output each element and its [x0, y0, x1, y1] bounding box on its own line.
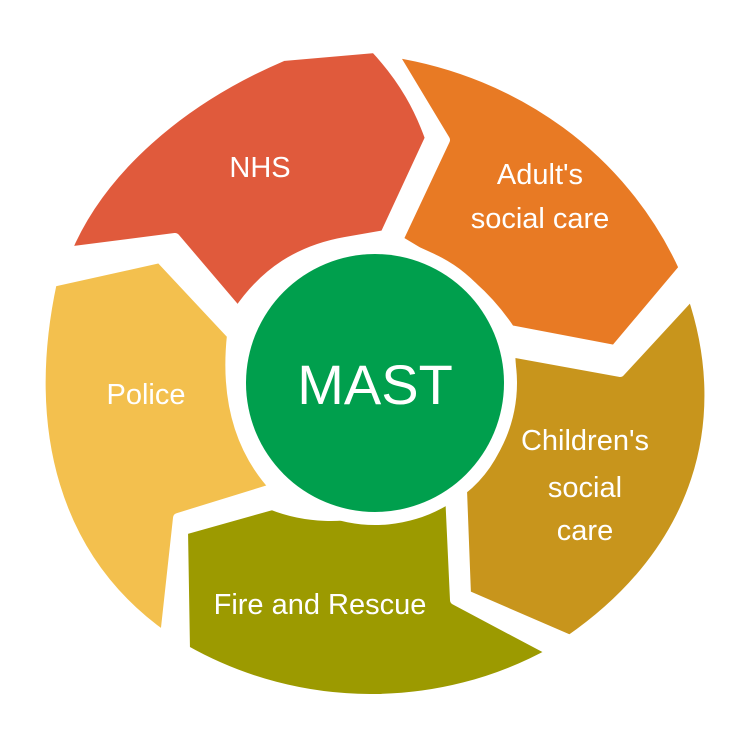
label-adults-line-1: Adult's [497, 159, 583, 191]
segment-police [35, 253, 280, 642]
label-fire-and-rescue: Fire and Rescue [214, 589, 427, 621]
segment-nhs [61, 43, 435, 317]
label-police: Police [107, 379, 186, 411]
center-label-mast: MAST [297, 353, 453, 416]
label-nhs: NHS [229, 152, 290, 184]
label-childrens-line-1: Children's [521, 425, 649, 457]
label-childrens-line-3: care [557, 515, 613, 547]
label-childrens-line-2: social [548, 472, 622, 504]
center-circle [246, 254, 504, 512]
label-adults-line-2: social care [471, 203, 610, 235]
